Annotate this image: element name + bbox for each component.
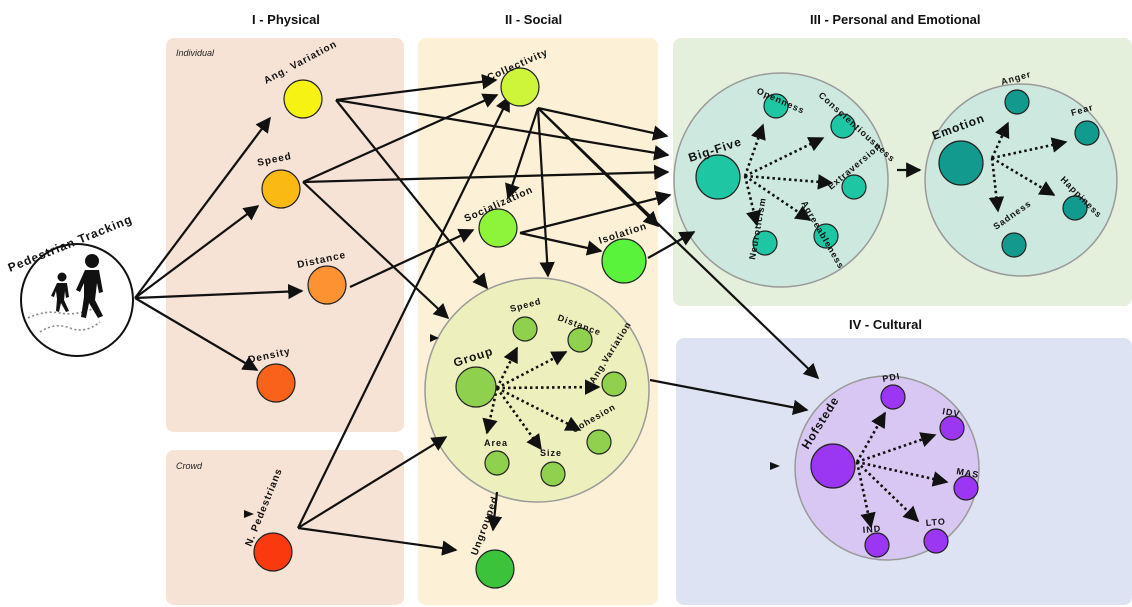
hofstede-cluster-circle	[794, 375, 980, 561]
anger-node	[1004, 89, 1030, 115]
distance-node	[307, 265, 347, 305]
walking-path-icon	[27, 307, 96, 319]
ang-variation-node	[283, 79, 323, 119]
stray-arrowhead-3	[770, 462, 780, 470]
density-node	[256, 363, 296, 403]
ungrouped-node	[475, 549, 515, 589]
physical-individual-panel	[166, 38, 404, 432]
emotion-node	[938, 140, 984, 186]
collectivity-node	[500, 67, 540, 107]
idv-node	[939, 415, 965, 441]
isolation-node	[601, 238, 647, 284]
emotion-cluster-circle	[924, 83, 1118, 277]
group-area-node	[484, 450, 510, 476]
fear-node	[1074, 120, 1100, 146]
panel-label-individual: Individual	[176, 48, 215, 58]
group-size-label: Size	[540, 448, 562, 458]
hofstede-node	[810, 443, 856, 489]
pdi-node	[880, 384, 906, 410]
section-title-social: II - Social	[505, 12, 562, 27]
ind-label: IND	[862, 523, 881, 535]
sadness-node	[1001, 232, 1027, 258]
mas-label: MAS	[956, 466, 980, 480]
group-node	[455, 366, 497, 408]
mas-node	[953, 475, 979, 501]
socialization-node	[478, 208, 518, 248]
pdi-label: PDI	[882, 371, 901, 384]
big-five-node	[695, 154, 741, 200]
extraversion-node	[841, 174, 867, 200]
solid-arrows	[134, 74, 922, 556]
group-area-label: Area	[484, 438, 508, 448]
agreeableness-node	[813, 223, 839, 249]
group-speed-node	[512, 316, 538, 342]
n-pedestrians-node	[253, 532, 293, 572]
conscientiousness-node	[830, 113, 856, 139]
section-title-personal: III - Personal and Emotional	[810, 12, 980, 27]
section-title-physical: I - Physical	[252, 12, 320, 27]
dotted-arrows	[482, 121, 1068, 529]
group-cohesion-node	[586, 429, 612, 455]
group-size-node	[540, 461, 566, 487]
lto-label: LTO	[925, 516, 946, 528]
group-ang-variation-node	[601, 371, 627, 397]
pedestrian-child-icon	[51, 272, 69, 312]
physical-crowd-panel	[166, 450, 404, 605]
lto-node	[923, 528, 949, 554]
group-distance-node	[567, 327, 593, 353]
section-title-cultural: IV - Cultural	[849, 317, 922, 332]
ind-node	[864, 532, 890, 558]
pedestrian-tracking-node	[20, 243, 134, 357]
neuroticism-node	[752, 230, 778, 256]
openness-node	[763, 93, 789, 119]
pedestrian-adult-icon	[76, 254, 103, 318]
idv-label: IDV	[942, 406, 961, 419]
speed-node	[261, 169, 301, 209]
stray-arrowhead-1	[430, 334, 439, 342]
stray-arrowhead-2	[244, 510, 254, 518]
panel-label-crowd: Crowd	[176, 461, 203, 471]
happiness-node	[1062, 195, 1088, 221]
